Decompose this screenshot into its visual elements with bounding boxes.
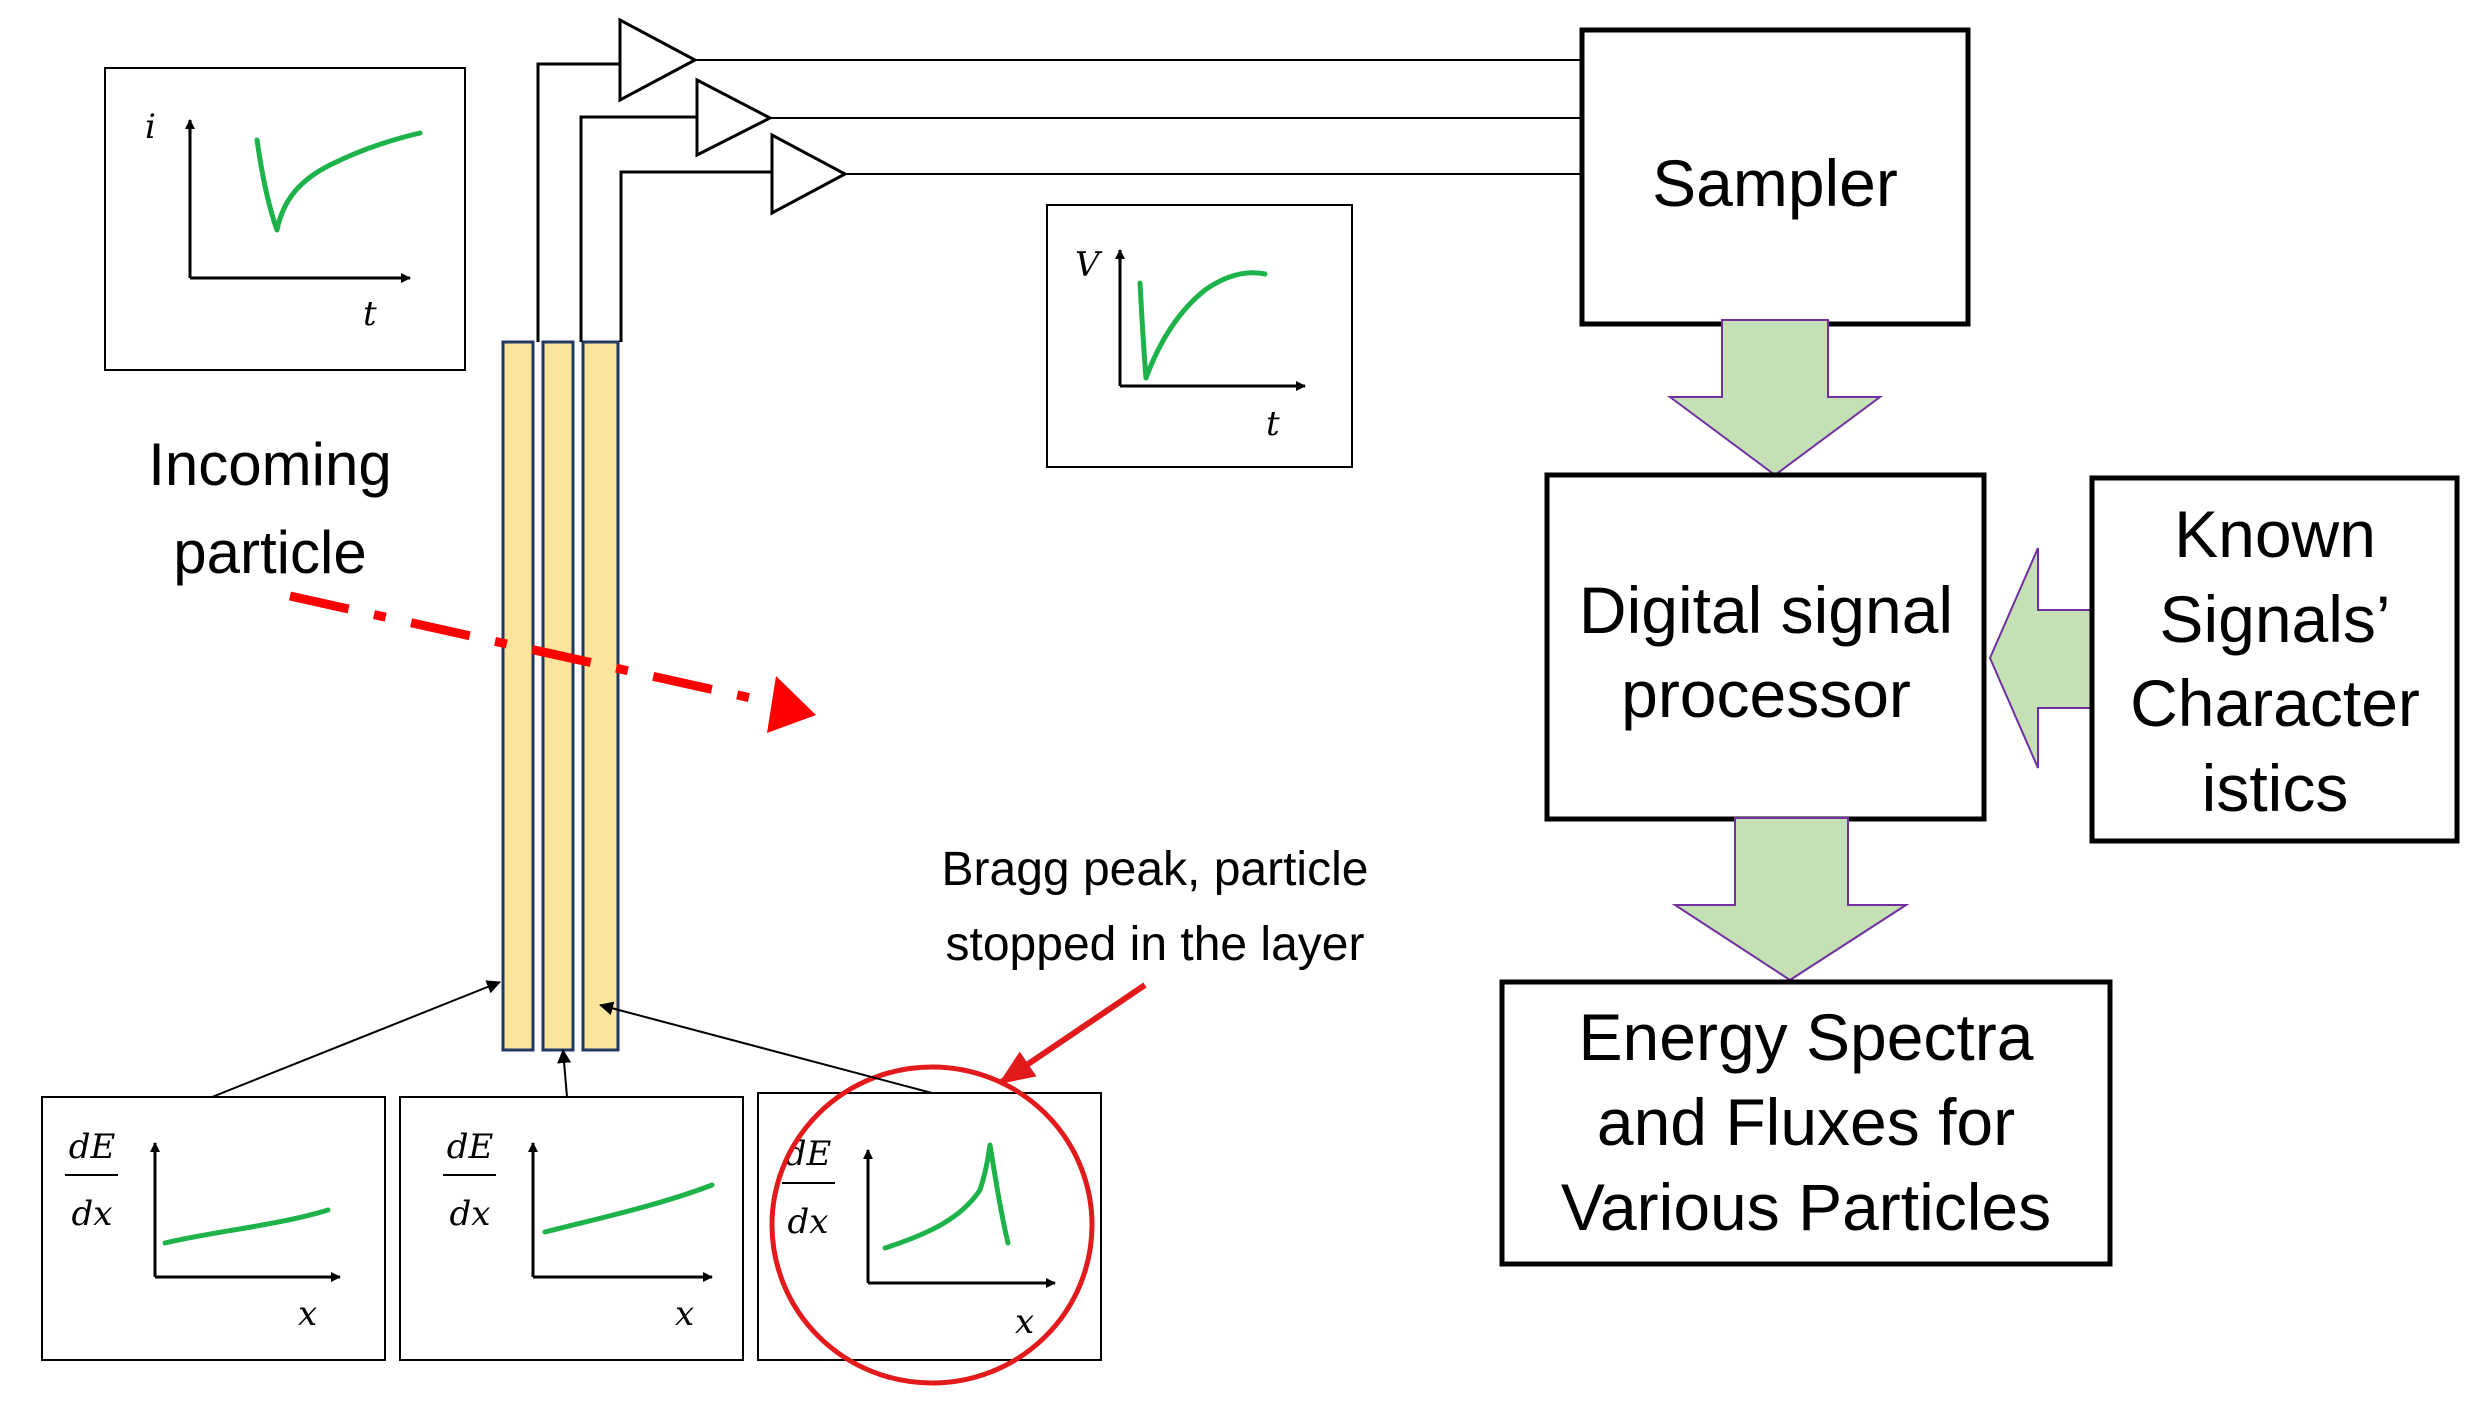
pointer-plot3-layer3: [599, 1001, 933, 1094]
particle-track-arrow: [289, 591, 761, 705]
sampler-box-label: Sampler: [1652, 146, 1898, 220]
energy-spectra-box: Energy Spectra and Fluxes for Various Pa…: [1499, 979, 2113, 1267]
dsp-box-label-line1: Digital signal: [1579, 573, 1953, 647]
dedx-plot-1: dE dx x: [41, 1096, 386, 1361]
detector-layer-1: [501, 340, 535, 1052]
known-signals-label-line1: Known: [2174, 497, 2376, 571]
dedx-plot-1-curve: [162, 1207, 331, 1246]
dsp-box-frame: [1544, 472, 1987, 822]
energy-spectra-label-line1: Energy Spectra: [1579, 1000, 2034, 1074]
amplifier-3-icon: [770, 132, 849, 216]
detector-layer-3: [581, 340, 620, 1052]
current-plot-frame: [104, 67, 466, 371]
bragg-peak-label-line2: stopped in the layer: [946, 918, 1365, 971]
detector-stack: [501, 340, 620, 1052]
voltage-plot-xlabel: t: [1266, 404, 1280, 444]
wire-layer-3: [619, 170, 772, 342]
incoming-particle-label-line1: Incoming: [148, 431, 391, 498]
dedx-plot-2-denominator: dx: [450, 1194, 491, 1234]
energy-spectra-box-frame: [1499, 979, 2113, 1267]
known-signals-label-line3: Character: [2130, 666, 2420, 740]
energy-spectra-label-line3: Various Particles: [1561, 1170, 2051, 1244]
signal-wires: [536, 62, 772, 342]
amplifiers: [618, 17, 849, 216]
known-signals-box-frame: [2089, 475, 2460, 844]
dedx-plot-1-xlabel: x: [298, 1294, 317, 1334]
current-plot-xlabel: t: [363, 294, 377, 334]
dedx-plot-2: dE dx x: [399, 1096, 744, 1361]
pointer-plot2-layer2: [557, 1049, 572, 1098]
voltage-plot-frame: [1046, 204, 1353, 468]
wire-layer-1: [536, 62, 620, 342]
voltage-plot-curve: [1137, 270, 1268, 381]
voltage-plot-ylabel: V: [1075, 245, 1103, 285]
arrow-known-to-dsp: [1988, 547, 2093, 769]
dedx-plot-3-frame: [757, 1092, 1102, 1361]
wire-layer-2: [579, 115, 697, 342]
current-plot-ylabel: i: [145, 107, 156, 147]
particle-track-arrowhead: [767, 676, 816, 733]
dsp-box-label-line2: processor: [1621, 657, 1911, 731]
amplifier-2-icon: [695, 77, 774, 158]
dedx-plot-2-curve: [542, 1182, 715, 1235]
dedx-plot-3-curve: [882, 1142, 1011, 1251]
arrow-dsp-to-energy: [1671, 817, 1910, 982]
bragg-peak-highlight-circle: [769, 1064, 1095, 1386]
sampler-box-frame: [1579, 27, 1971, 327]
current-plot: i t: [104, 67, 466, 371]
dedx-plot-3: dE dx x: [757, 1092, 1102, 1361]
energy-spectra-label-line2: and Fluxes for: [1597, 1085, 2015, 1159]
dedx-plot-2-frame: [399, 1096, 744, 1361]
dedx-plot-3-numerator: dE: [785, 1134, 832, 1174]
dedx-plot-3-denominator: dx: [788, 1202, 829, 1242]
sampler-box: Sampler: [1579, 27, 1971, 327]
dedx-plot-1-denominator: dx: [72, 1194, 113, 1234]
plot-to-layer-pointers: [211, 980, 933, 1098]
current-plot-curve: [254, 130, 423, 233]
dedx-plot-2-xlabel: x: [675, 1294, 694, 1334]
voltage-plot: V t: [1046, 204, 1353, 468]
dedx-plot-1-numerator: dE: [69, 1127, 116, 1167]
arrow-sampler-to-dsp: [1666, 319, 1884, 477]
sampler-input-lines: [695, 59, 1582, 175]
incoming-particle-label-line2: particle: [173, 519, 366, 586]
known-signals-label-line2: Signals’: [2159, 582, 2390, 656]
amplifier-1-icon: [618, 17, 699, 103]
known-signals-label-line4: istics: [2202, 751, 2349, 825]
detector-layer-2: [541, 340, 575, 1052]
dedx-plot-3-xlabel: x: [1015, 1302, 1034, 1342]
dedx-plot-1-frame: [41, 1096, 386, 1361]
bragg-peak-pointer-arrow: [998, 982, 1147, 1086]
dsp-box: Digital signal processor: [1544, 472, 1987, 822]
dedx-plot-2-numerator: dE: [447, 1127, 494, 1167]
bragg-peak-label-line1: Bragg peak, particle: [942, 843, 1369, 896]
known-signals-box: Known Signals’ Character istics: [2089, 475, 2460, 844]
pointer-plot1-layer1: [211, 980, 501, 1098]
